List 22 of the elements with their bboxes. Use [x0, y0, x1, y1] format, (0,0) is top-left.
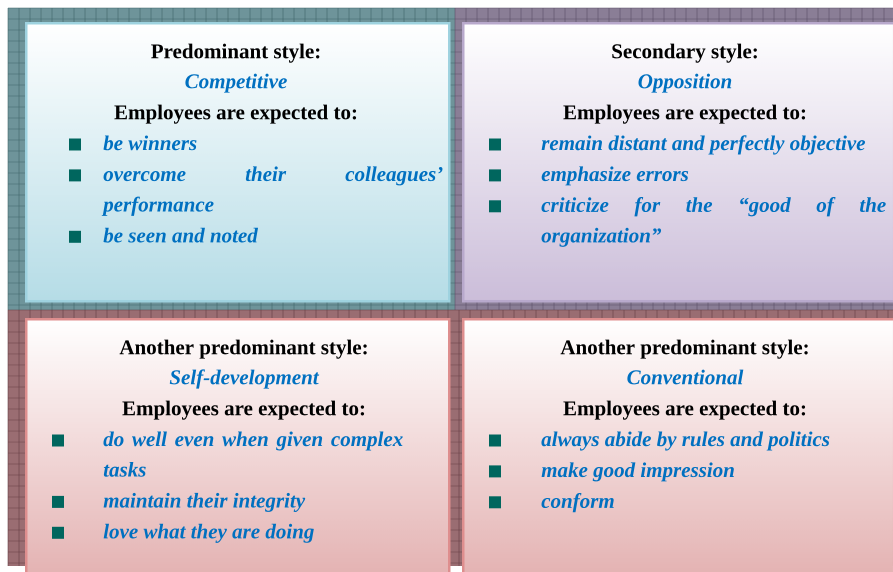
bullet-text: remain distant and perfectly objective	[542, 135, 866, 155]
subheading: Employees are expected to:	[563, 104, 806, 124]
subheading: Employees are expected to:	[114, 104, 356, 124]
bullet-text: conform	[542, 493, 614, 512]
style-name: Opposition	[638, 74, 732, 93]
bullet-text: be seen and noted	[104, 228, 258, 243]
bullet-text: maintain their integrity	[104, 492, 306, 512]
heading: Another predominant style:	[120, 340, 367, 359]
style-name: Conventional	[627, 370, 744, 384]
subheading: Employees are expected to:	[563, 400, 806, 420]
style-name: Competitive	[185, 74, 287, 93]
bullet-text: always abide by rules and politics	[541, 431, 830, 451]
heading: Secondary style:	[612, 44, 757, 63]
heading: Predominant style:	[151, 44, 320, 63]
subheading: Employees are expected to:	[122, 400, 364, 420]
bullet-text: criticize for the “good of the organization”	[542, 197, 886, 247]
bullet-text: make good impression	[542, 462, 734, 482]
bullet-text: be winners	[104, 135, 196, 150]
bullet-text: love what they are doing	[104, 524, 314, 543]
style-name: Self-development	[170, 369, 320, 389]
bullet-text: emphasize errors	[542, 166, 688, 186]
heading: Another predominant style:	[560, 340, 808, 359]
